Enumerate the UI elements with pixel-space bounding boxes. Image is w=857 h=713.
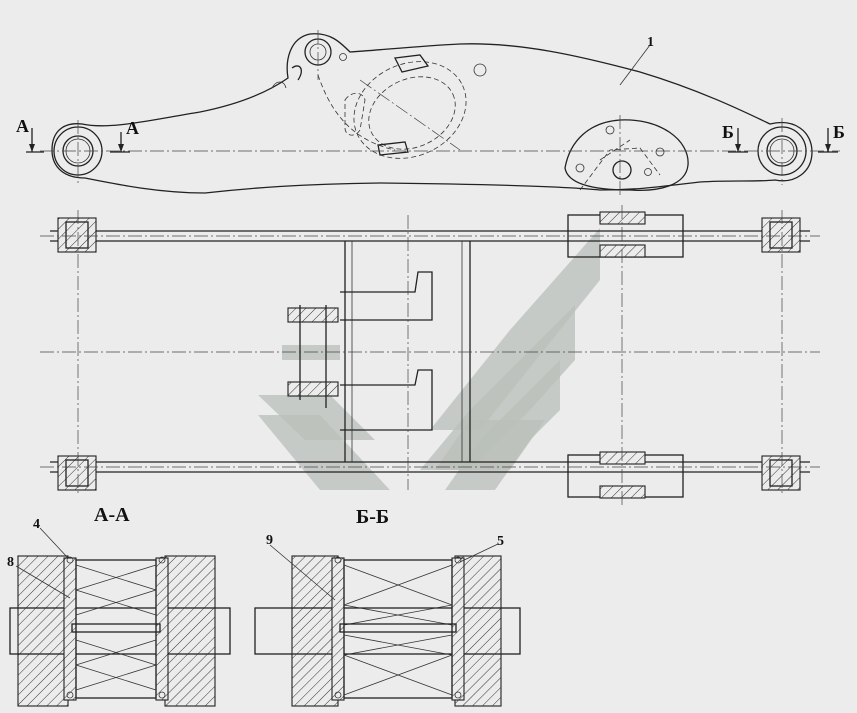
section-title-a-a: А-А: [94, 504, 130, 526]
section-mark-b-right: Б: [833, 122, 845, 142]
part-number-4: 4: [33, 517, 40, 532]
watermark-logo: [258, 228, 600, 490]
section-mark-a-left: А: [16, 116, 29, 136]
section-title-b-b: Б-Б: [356, 506, 389, 528]
section-a-a: [9, 527, 231, 707]
lever-plan-view: [40, 205, 820, 505]
part-number-8: 8: [7, 555, 14, 570]
section-mark-b-left: Б: [722, 122, 734, 142]
lever-side-view: [40, 30, 840, 196]
part-number-1: 1: [647, 35, 654, 50]
part-number-5: 5: [497, 534, 504, 549]
section-b-b: [254, 543, 521, 707]
part-number-9: 9: [266, 533, 273, 548]
section-markers: [26, 128, 838, 153]
section-mark-a-right: А: [126, 118, 139, 138]
